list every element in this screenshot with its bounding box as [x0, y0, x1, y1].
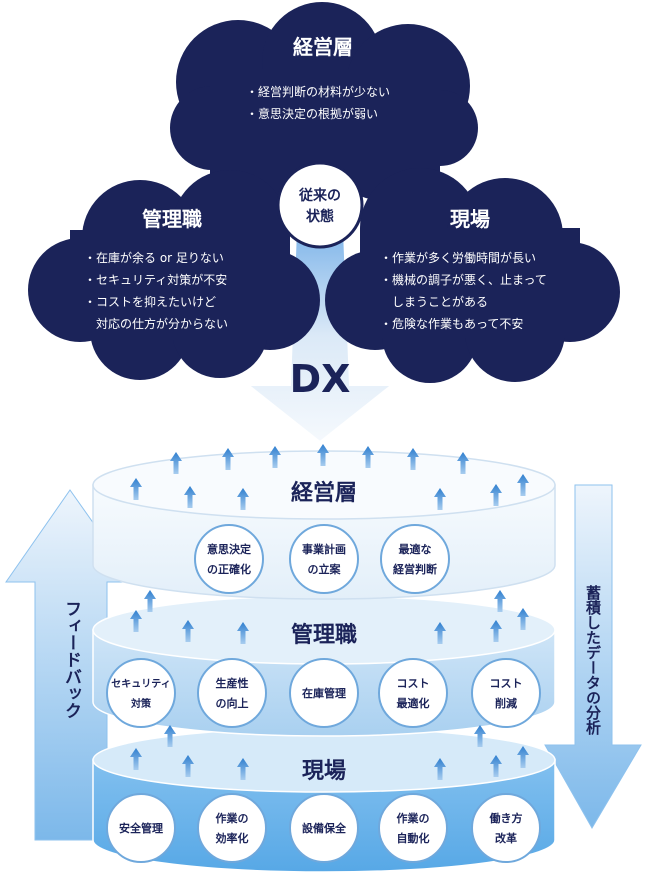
up-arrow-icon [474, 725, 486, 747]
bubble-text: 自動化 [397, 831, 430, 845]
bubble-text: 作業の [216, 811, 249, 825]
bubble-text: 事業計画 [302, 542, 346, 556]
up-arrow-icon [517, 474, 529, 496]
left-cloud-item-4: 対応の仕方が分からない [84, 316, 228, 331]
analysis-arrow [544, 484, 642, 829]
cloud-field [325, 168, 620, 383]
up-arrow-icon [407, 448, 419, 470]
left-cloud-item-3: ・コストを抑えたいけど [84, 294, 216, 309]
bubble-text: 設備保全 [302, 821, 347, 835]
up-arrow-icon [517, 608, 529, 630]
bubble-text: 安全管理 [119, 821, 163, 835]
bubble-text: 作業の [397, 811, 430, 825]
bubble-text: 生産性 [216, 676, 249, 690]
layer-bubbles: 意思決定の正確化事業計画の立案最適な経営判断セキュリティ対策生産性の向上在庫管理… [106, 524, 541, 863]
top-cloud-item-2: ・意思決定の根拠が弱い [246, 106, 378, 121]
bubble-text: の正確化 [207, 562, 251, 576]
dx-label: DX [290, 357, 351, 401]
layer-executive-title: 経営層 [291, 480, 357, 506]
bubble-text: セキュリティ [111, 678, 170, 690]
bubble-text: 削減 [495, 696, 517, 710]
up-arrow-icon [237, 622, 249, 644]
analysis-label: 蓄積したデータの分析 [584, 584, 602, 736]
up-arrow-icon [237, 488, 249, 510]
up-arrow-icon [434, 488, 446, 510]
right-cloud-item-1: ・作業が多く労働時間が長い [380, 250, 536, 265]
up-arrow-icon [184, 486, 196, 508]
bubble-text: 対策 [130, 697, 152, 710]
up-arrow-icon [182, 620, 194, 642]
top-cloud-item-1: ・経営判断の材料が少ない [246, 84, 390, 99]
up-arrow-icon [164, 725, 176, 747]
up-arrow-icon [490, 620, 502, 642]
layer-field-title: 現場 [302, 759, 346, 784]
right-cloud-title: 現場 [450, 207, 490, 231]
current-state-circle [276, 161, 364, 249]
bubble-text: 経営判断 [393, 562, 437, 576]
bubble-text: の向上 [216, 696, 249, 710]
bubble-text: 意思決定 [207, 542, 251, 556]
up-arrow-icon [434, 622, 446, 644]
up-arrow-icon [434, 758, 446, 780]
up-arrow-icon [130, 478, 142, 500]
bubble-text: 最適な [399, 542, 432, 556]
top-cloud-title: 経営層 [293, 35, 353, 59]
left-cloud-title: 管理職 [142, 207, 202, 231]
bubble-text: の立案 [308, 562, 342, 576]
up-arrow-icon [144, 590, 156, 612]
up-arrow-icon [269, 446, 281, 468]
up-arrow-icon [362, 446, 374, 468]
up-arrow-icon [494, 590, 506, 612]
bubble-text: コスト [490, 677, 523, 690]
up-arrow-icon [490, 484, 502, 506]
bubble-text: 在庫管理 [302, 686, 346, 700]
layer-2-bubble-2: 設備保全 [289, 793, 359, 863]
up-arrow-icon [182, 755, 194, 777]
bubble-text: 最適化 [397, 696, 430, 710]
up-arrow-icon [457, 452, 469, 474]
right-cloud-item-2: ・機械の調子が悪く、止まって [380, 272, 547, 287]
right-cloud-item-4: ・危険な作業もあって不安 [380, 316, 523, 331]
left-cloud-item-1: ・在庫が余る or 足りない [84, 250, 224, 265]
layer-1-bubble-0: セキュリティ対策 [106, 658, 176, 728]
cloud-management [28, 170, 320, 380]
up-arrow-icon [170, 452, 182, 474]
feedback-label: フィードバック [61, 600, 82, 719]
up-arrow-icon [237, 758, 249, 780]
bubble-text: 働き方 [489, 811, 523, 825]
up-arrow-icon [517, 746, 529, 768]
right-cloud-item-3: しまうことがある [380, 294, 488, 309]
up-arrow-icon [130, 610, 142, 632]
layer-management-title: 管理職 [291, 622, 357, 648]
layer-1-bubble-2: 在庫管理 [289, 658, 359, 728]
current-state-line1: 従来の [298, 187, 341, 204]
layer-2-bubble-0: 安全管理 [106, 793, 176, 863]
bubble-text: 改革 [495, 831, 517, 845]
current-state-line2: 状態 [306, 208, 334, 225]
up-arrow-icon [222, 448, 234, 470]
up-arrow-icon [317, 444, 329, 466]
left-cloud-item-2: ・セキュリティ対策が不安 [84, 272, 227, 287]
up-arrow-icon [490, 755, 502, 777]
bubble-text: コスト [397, 677, 430, 690]
bubble-text: 効率化 [216, 831, 249, 845]
up-arrow-icon [130, 748, 142, 770]
upward-arrows [130, 444, 529, 780]
